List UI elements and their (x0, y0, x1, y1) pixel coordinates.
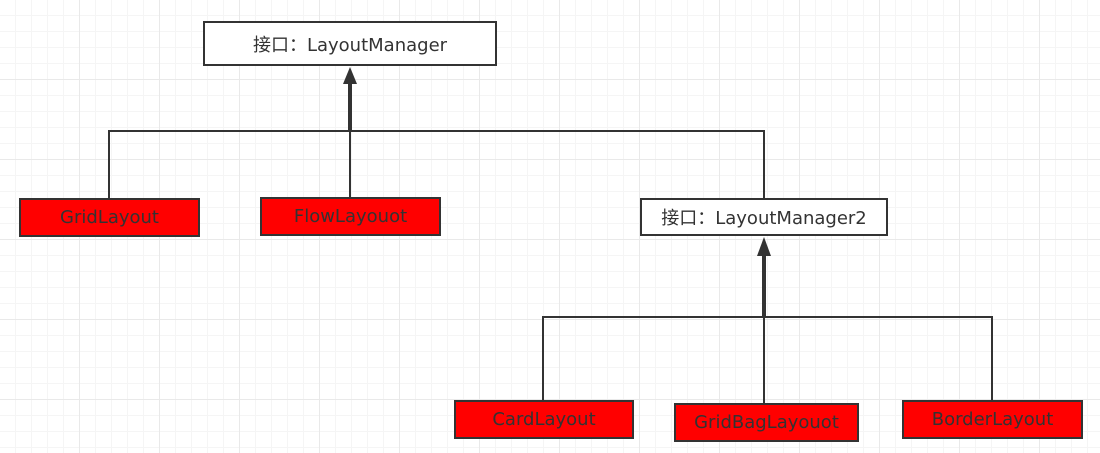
layout-manager-label: 接口：LayoutManager (252, 34, 448, 56)
border-layout-box: BorderLayout (902, 400, 1083, 439)
layout-manager2-label: 接口：LayoutManager2 (661, 208, 867, 229)
card-layout-label: CardLayout (492, 409, 596, 430)
flow-layout-box: FlowLayouot (260, 197, 441, 236)
border-layout-label: BorderLayout (931, 409, 1054, 430)
layout-manager-interface-box: 接口：LayoutManager (203, 21, 497, 66)
connector-card-to-layout-manager2 (542, 316, 764, 400)
layout-manager2-interface-box: 接口：LayoutManager2 (640, 198, 888, 236)
connector-layout-manager2-to-layout-manager (350, 130, 765, 198)
connector-grid-to-layout-manager (108, 130, 350, 198)
flow-layout-label: FlowLayouot (293, 206, 408, 227)
grid-layout-label: GridLayout (60, 207, 159, 228)
arrowhead-layout-manager2 (757, 237, 771, 256)
card-layout-box: CardLayout (454, 400, 634, 439)
grid-bag-layout-label: GridBagLayouot (694, 412, 839, 433)
arrowhead-layout-manager (343, 67, 357, 84)
grid-layout-box: GridLayout (19, 198, 200, 237)
grid-bag-layout-box: GridBagLayouot (674, 403, 859, 442)
connector-border-to-layout-manager2 (764, 316, 993, 400)
